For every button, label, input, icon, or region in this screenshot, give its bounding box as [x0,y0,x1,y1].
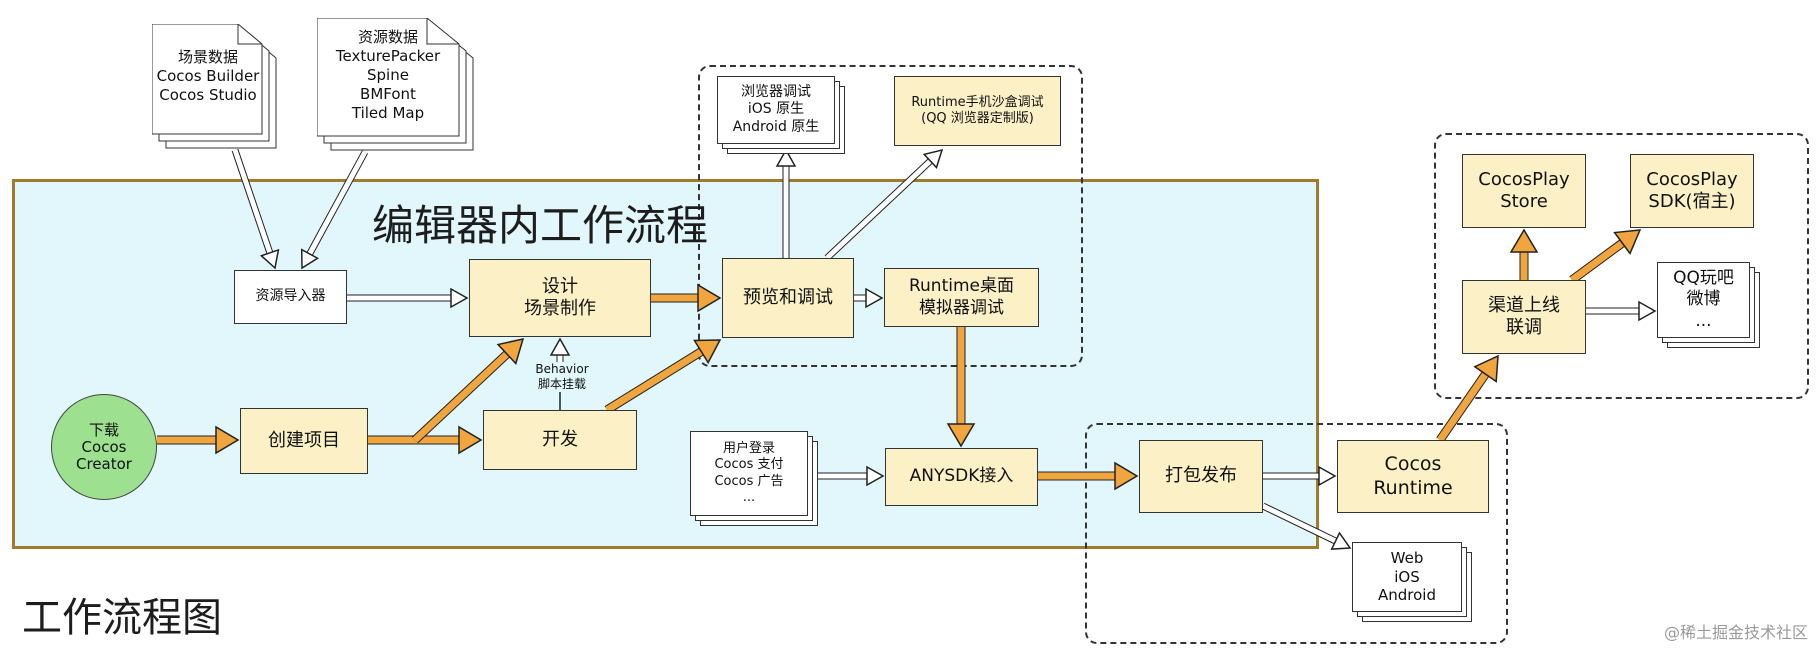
runtime-desktop-simulator-box: Runtime桌面 模拟器调试 [884,268,1039,327]
arrow-channel-to-store [1509,228,1539,280]
channel-group-region [1434,133,1809,399]
publish-group-region [1085,423,1508,644]
arrow-resource-data-to-importer [300,150,369,270]
anysdk-box: ANYSDK接入 [885,448,1038,506]
arrow-runtime-to-channel [1436,354,1499,443]
behavior-script-label: Behavior 脚本挂载 [527,362,597,392]
debug-group-region [698,65,1083,367]
cocosplay-sdk-box: CocosPlay SDK(宿主) [1630,154,1754,228]
preview-debug-box: 预览和调试 [722,258,854,338]
arrow-behavior-to-design [549,337,571,362]
scene-data-text: 场景数据 Cocos Builder Cocos Studio [156,48,260,104]
arrow-scene-data-to-importer [231,148,280,270]
arrow-anysdk-to-package [1038,461,1139,491]
scene-data-document: 场景数据 Cocos Builder Cocos Studio [152,24,278,150]
arrow-runtime-to-anysdk [946,327,976,448]
cocos-runtime-box: Cocos Runtime [1337,440,1489,513]
arrow-preview-to-browser [775,148,797,258]
arrow-services-to-anysdk [815,465,885,487]
arrow-create-to-develop [368,425,483,455]
runtime-sandbox-box: Runtime手机沙盒调试 (QQ 浏览器定制版) [894,76,1061,146]
browser-debug-box: 浏览器调试 iOS 原生 Android 原生 [717,76,835,144]
resource-data-text: 资源数据 TexturePacker Spine BMFont Tiled Ma… [335,28,441,122]
cocosplay-store-box: CocosPlay Store [1462,154,1586,228]
channel-joint-debug-box: 渠道上线 联调 [1462,280,1586,354]
qq-weibo-box: QQ玩吧 微博 ... [1657,262,1750,338]
arrow-package-to-web [1261,502,1352,550]
arrow-download-to-create [157,425,240,455]
editor-workflow-title: 编辑器内工作流程 [372,201,709,250]
web-ios-android-box: Web iOS Android [1352,542,1462,612]
arrow-channel-to-sdk [1569,229,1642,284]
arrow-preview-to-runtime-desktop [854,287,884,309]
create-project-box: 创建项目 [240,408,368,474]
arrow-develop-to-preview [604,339,722,414]
workflow-diagram-title: 工作流程图 [22,595,222,641]
user-services-box: 用户登录 Cocos 支付 Cocos 广告 ... [690,431,808,516]
resource-data-document: 资源数据 TexturePacker Spine BMFont Tiled Ma… [317,18,475,152]
watermark: @稀土掘金技术社区 [1663,623,1808,642]
arrow-preview-to-sandbox [824,148,944,261]
develop-box: 开发 [483,410,637,470]
arrow-channel-to-qq [1586,300,1657,322]
download-cocos-creator-node: 下载 Cocos Creator [51,394,157,500]
arrow-importer-to-design [347,287,469,309]
asset-importer-box: 资源导入器 [234,270,347,324]
package-publish-box: 打包发布 [1139,440,1263,513]
arrow-design-to-preview [651,283,722,313]
arrow-create-to-design [411,337,525,444]
design-scene-box: 设计 场景制作 [469,259,651,337]
arrow-package-to-cocos-runtime [1263,465,1337,487]
editor-workflow-region [12,179,1319,549]
